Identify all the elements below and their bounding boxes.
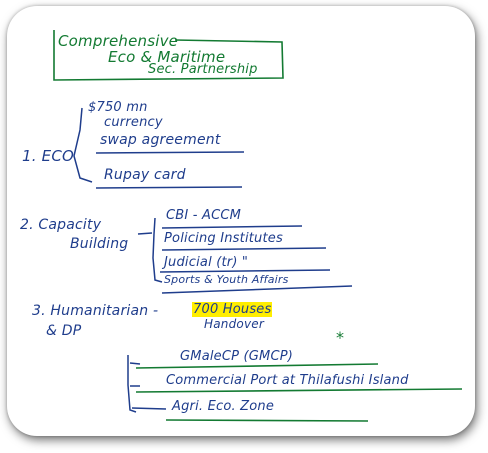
eco-label: 1. ECO [22, 147, 75, 165]
star-mark: * [336, 328, 345, 347]
capacity-item-judicial: Judicial (tr) " [164, 255, 249, 270]
capacity-item-policing: Policing Institutes [164, 231, 283, 246]
hum-line-3 [165, 419, 369, 422]
cap-line-2 [161, 247, 327, 251]
cap-line-1 [161, 225, 303, 229]
capacity-item-sports: Sports & Youth Affairs [164, 273, 289, 286]
eco-line-2 [95, 186, 243, 189]
title-line-1: Comprehensive [58, 32, 179, 50]
humanitarian-label-2: & DP [46, 323, 82, 339]
capacity-label-2: Building [70, 236, 129, 252]
hum-item-gmcp: GMaleCP (GMCP) [180, 349, 294, 364]
eco-item2-rupay: Rupay card [104, 167, 186, 183]
houses-handover: Handover [204, 317, 264, 331]
capacity-label-1: 2. Capacity [20, 217, 102, 233]
humanitarian-label-1: 3. Humanitarian - [32, 303, 159, 319]
eco-item1-currency: currency [104, 115, 163, 130]
capacity-item-cbi: CBI - ACCM [166, 208, 242, 223]
hum-connector-1 [129, 362, 141, 365]
cap-line-4 [161, 285, 353, 294]
eco-item1-amount: $750 mn [88, 100, 148, 115]
houses-highlight: 700 Houses [192, 302, 273, 317]
title-box [53, 30, 284, 81]
title-line-2: Eco & Maritime [108, 48, 226, 66]
hum-item-agri: Agri. Eco. Zone [172, 399, 275, 414]
eco-bracket [73, 107, 93, 183]
hum-line-1 [135, 363, 379, 369]
eco-item1-agreement: swap agreement [100, 132, 221, 148]
cap-connector [137, 232, 153, 235]
title-line-3: Sec. Partnership [148, 62, 258, 77]
hum-bracket [127, 355, 137, 413]
hum-item-port: Commercial Port at Thilafushi Island [166, 373, 409, 388]
cap-bracket [152, 217, 163, 283]
hum-connector-3 [131, 407, 167, 410]
houses-text: 700 Houses [192, 302, 273, 317]
cap-line-3 [159, 269, 331, 273]
eco-line-1 [95, 151, 245, 154]
hum-line-2 [135, 388, 463, 393]
